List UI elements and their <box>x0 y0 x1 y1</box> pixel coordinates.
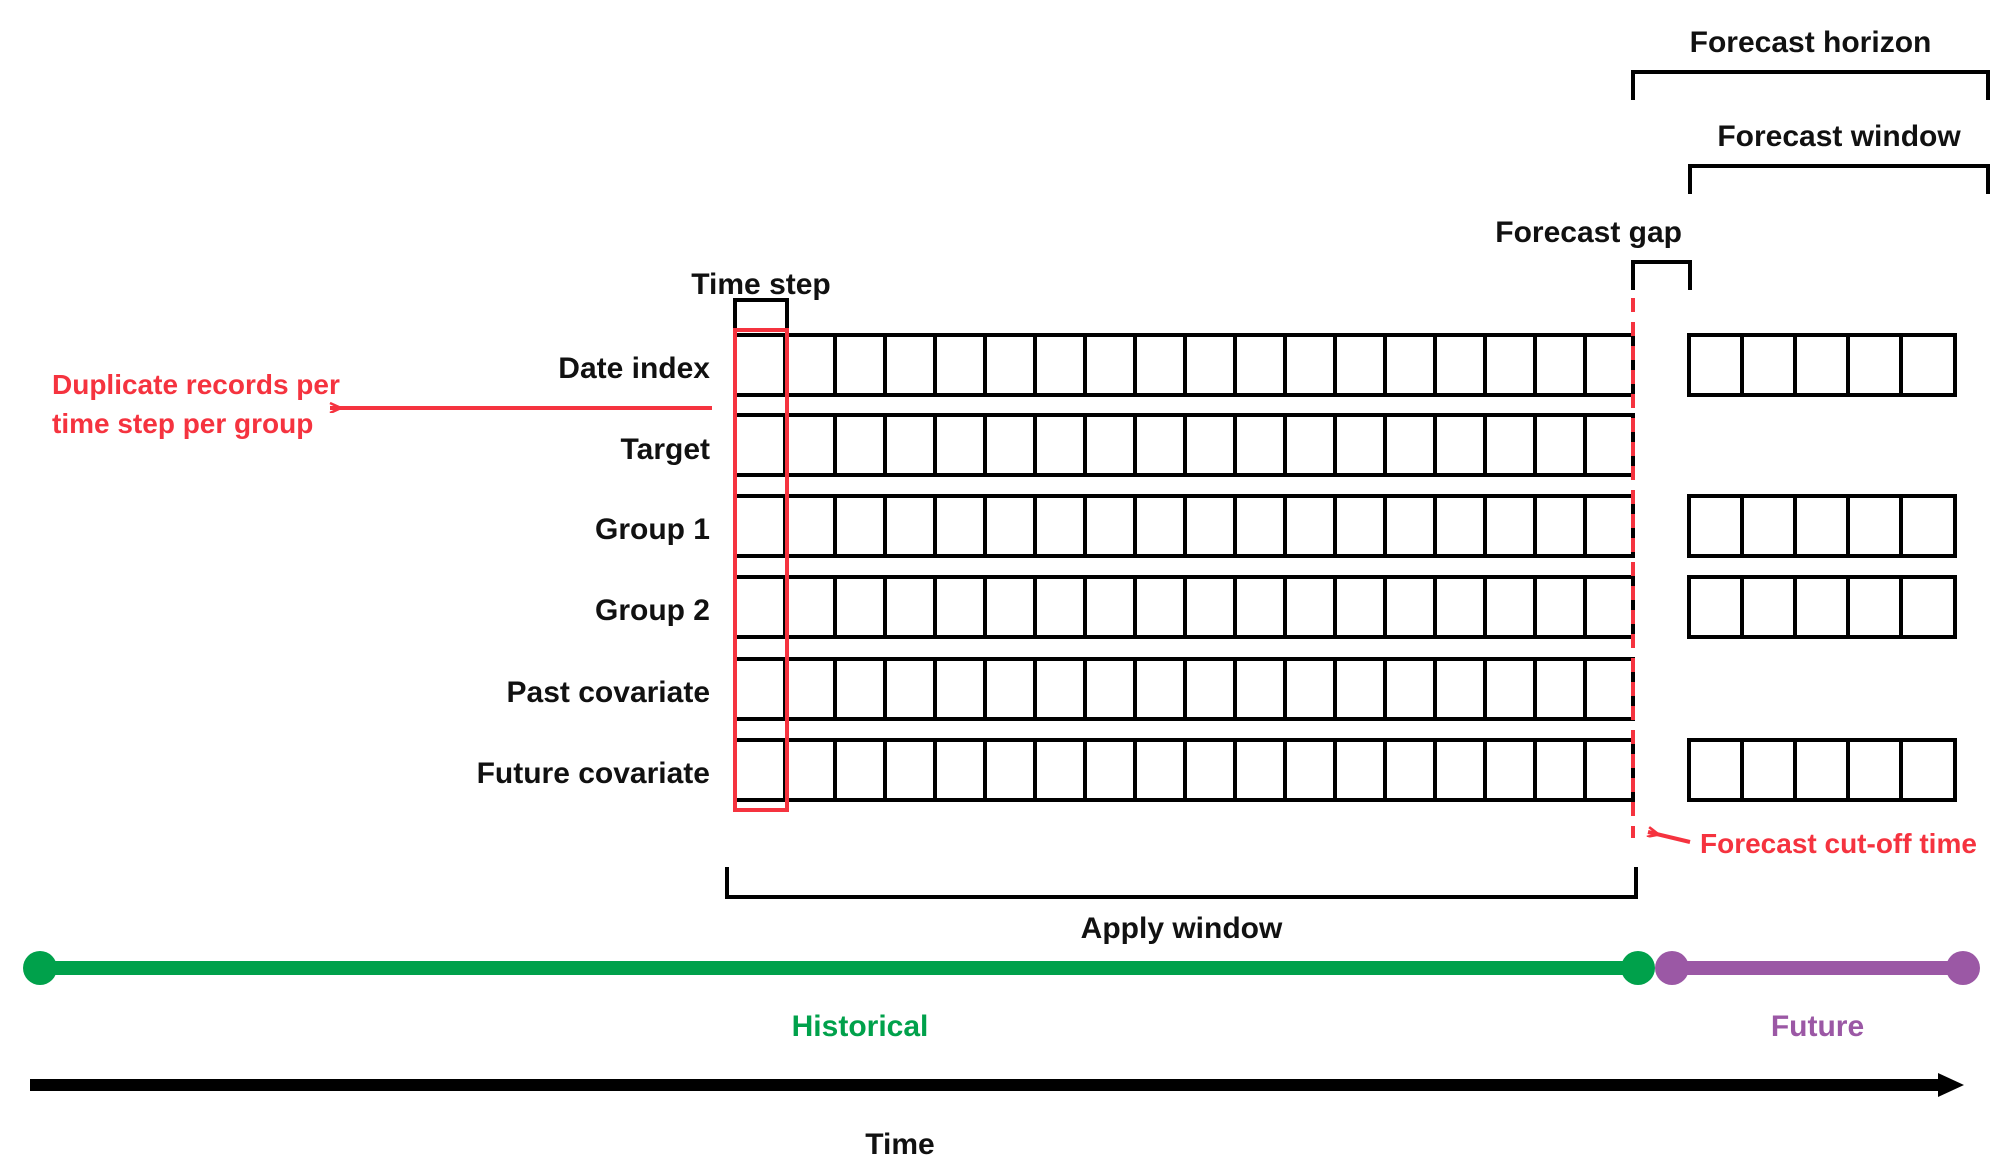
annotation-forecast-cutoff-time: Forecast cut-off time <box>1700 828 1977 859</box>
label-apply-window: Apply window <box>1080 912 1283 945</box>
grid-row-future-covariate <box>733 738 1635 802</box>
row-label-future-covariate: Future covariate <box>476 757 710 790</box>
label-forecast-gap: Forecast gap <box>1495 216 1682 249</box>
forecast-grid <box>1687 333 1957 802</box>
bracket-time-step <box>733 298 789 330</box>
timeline-future <box>1655 951 1980 985</box>
label-future: Future <box>1770 1010 1865 1043</box>
grid-row-group-2 <box>733 575 1635 639</box>
bracket-forecast-window <box>1688 164 1990 194</box>
forecast-row-group-1 <box>1687 494 1957 558</box>
forecast-row-date-index <box>1687 333 1957 397</box>
row-label-date-index: Date index <box>558 352 710 385</box>
annotation-duplicate-records-line1: Duplicate records per <box>52 369 340 400</box>
row-label-target: Target <box>620 433 710 466</box>
grid-row-date-index <box>733 333 1635 397</box>
label-forecast-window: Forecast window <box>1717 120 1961 153</box>
row-label-group-2: Group 2 <box>594 594 710 627</box>
forecast-row-future-covariate <box>1687 738 1957 802</box>
timeline-historical <box>23 951 1655 985</box>
row-label-group-1: Group 1 <box>594 513 710 546</box>
grid-row-past-covariate <box>733 657 1635 721</box>
row-label-past-covariate: Past covariate <box>506 676 710 709</box>
grid-row-target <box>733 413 1635 477</box>
time-step-highlight-box <box>733 328 789 812</box>
label-time-axis: Time <box>865 1128 935 1161</box>
label-forecast-horizon: Forecast horizon <box>1689 26 1932 59</box>
forecast-cutoff-arrow <box>1648 832 1691 844</box>
forecast-row-group-2 <box>1687 575 1957 639</box>
historical-grid <box>733 333 1635 802</box>
label-historical: Historical <box>791 1010 929 1043</box>
bracket-forecast-horizon <box>1631 70 1990 100</box>
grid-row-group-1 <box>733 494 1635 558</box>
bracket-apply-window <box>725 867 1638 899</box>
bracket-forecast-gap <box>1631 260 1692 290</box>
annotation-duplicate-records-line2: time step per group <box>52 408 314 439</box>
label-time-step: Time step <box>691 268 831 301</box>
